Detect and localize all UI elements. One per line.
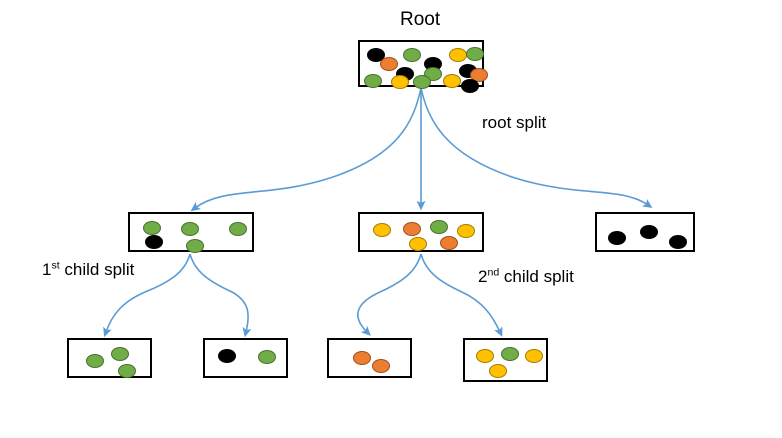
sample-dot-green [466,47,484,61]
sample-dot-yellow [373,223,391,237]
sample-dot-green [364,74,382,88]
sample-dot-black [608,231,626,245]
sample-dot-yellow [476,349,494,363]
ordinal-number: 1 [42,260,52,279]
edge-root-to-child-1 [190,87,422,212]
sample-dot-orange [372,359,390,373]
sample-dot-yellow [409,237,427,251]
root-title-label: Root [400,9,441,30]
sample-dot-green [430,220,448,234]
sample-dot-green [413,75,431,89]
sample-dot-green [118,364,136,378]
sample-dot-orange [380,57,398,71]
edge-child2-to-leaf-3 [357,253,422,336]
sample-dot-green [501,347,519,361]
sample-dot-green [86,354,104,368]
sample-dot-yellow [489,364,507,378]
sample-dot-black [367,48,385,62]
sample-dot-yellow [449,48,467,62]
leaf-node-1[interactable] [67,338,152,378]
sample-dot-black [640,225,658,239]
sample-dot-black [145,235,163,249]
sample-dot-orange [403,222,421,236]
child-node-2[interactable] [358,212,484,252]
leaf-node-2[interactable] [203,338,288,378]
ordinal-suffix: nd [487,266,500,279]
ordinal-rest: child split [59,260,135,279]
sample-dot-black [461,79,479,93]
sample-dot-orange [353,351,371,365]
child-node-3[interactable] [595,212,695,252]
sample-dot-green [143,221,161,235]
root-split-label: root split [482,113,547,132]
sample-dot-green [111,347,129,361]
sample-dot-yellow [443,74,461,88]
ordinal-rest: child split [499,267,574,286]
sample-dot-black [218,349,236,363]
child-node-1[interactable] [128,212,254,253]
ordinal-number: 2 [478,267,488,286]
sample-dot-yellow [457,224,475,238]
second-child-split-label: 2nd child split [478,266,574,286]
sample-dot-green [229,222,247,236]
sample-dot-black [669,235,687,249]
sample-dot-orange [440,236,458,250]
root-node[interactable] [358,40,488,93]
sample-dot-green [181,222,199,236]
edge-child1-to-leaf-2 [189,253,252,338]
leaf-node-3[interactable] [327,338,412,378]
sample-dot-green [186,239,204,253]
edge-root-to-child-3 [420,87,653,209]
leaf-node-4[interactable] [463,338,548,382]
sample-dot-orange [470,68,488,82]
sample-dot-yellow [525,349,543,363]
sample-dot-yellow [391,75,409,89]
first-child-split-label: 1st child split [42,259,135,279]
ordinal-suffix: st [51,259,60,272]
sample-dot-green [403,48,421,62]
sample-dot-green [258,350,276,364]
